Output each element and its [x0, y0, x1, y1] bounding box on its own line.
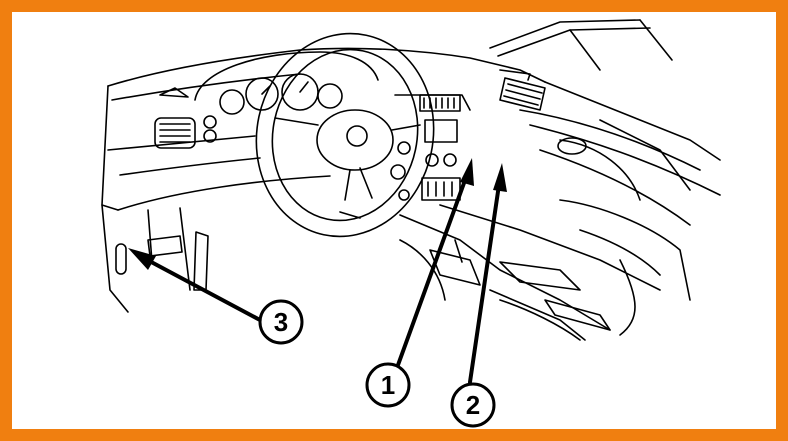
arrowheads — [128, 158, 507, 270]
arrowhead-2 — [493, 163, 507, 192]
leader-line-2 — [468, 176, 502, 384]
leader-line-1 — [396, 170, 470, 367]
callout-3-label: 3 — [274, 307, 288, 337]
leader-lines — [138, 170, 502, 384]
callout-3: 3 — [258, 299, 304, 345]
arrowhead-3 — [128, 248, 156, 270]
center-console — [399, 204, 661, 341]
passenger-seat — [559, 199, 691, 336]
right-air-vent — [499, 69, 546, 111]
windshield-lines — [489, 19, 673, 71]
callout-2-label: 2 — [466, 390, 480, 420]
footwell — [101, 204, 209, 313]
callout-1-label: 1 — [381, 370, 395, 400]
center-stack — [390, 94, 471, 201]
callout-2: 2 — [450, 382, 496, 428]
callout-1: 1 — [365, 362, 411, 408]
instrument-cluster — [194, 51, 379, 115]
left-air-vent — [154, 87, 217, 149]
arrowhead-1 — [460, 158, 474, 186]
leader-line-3 — [138, 254, 262, 322]
